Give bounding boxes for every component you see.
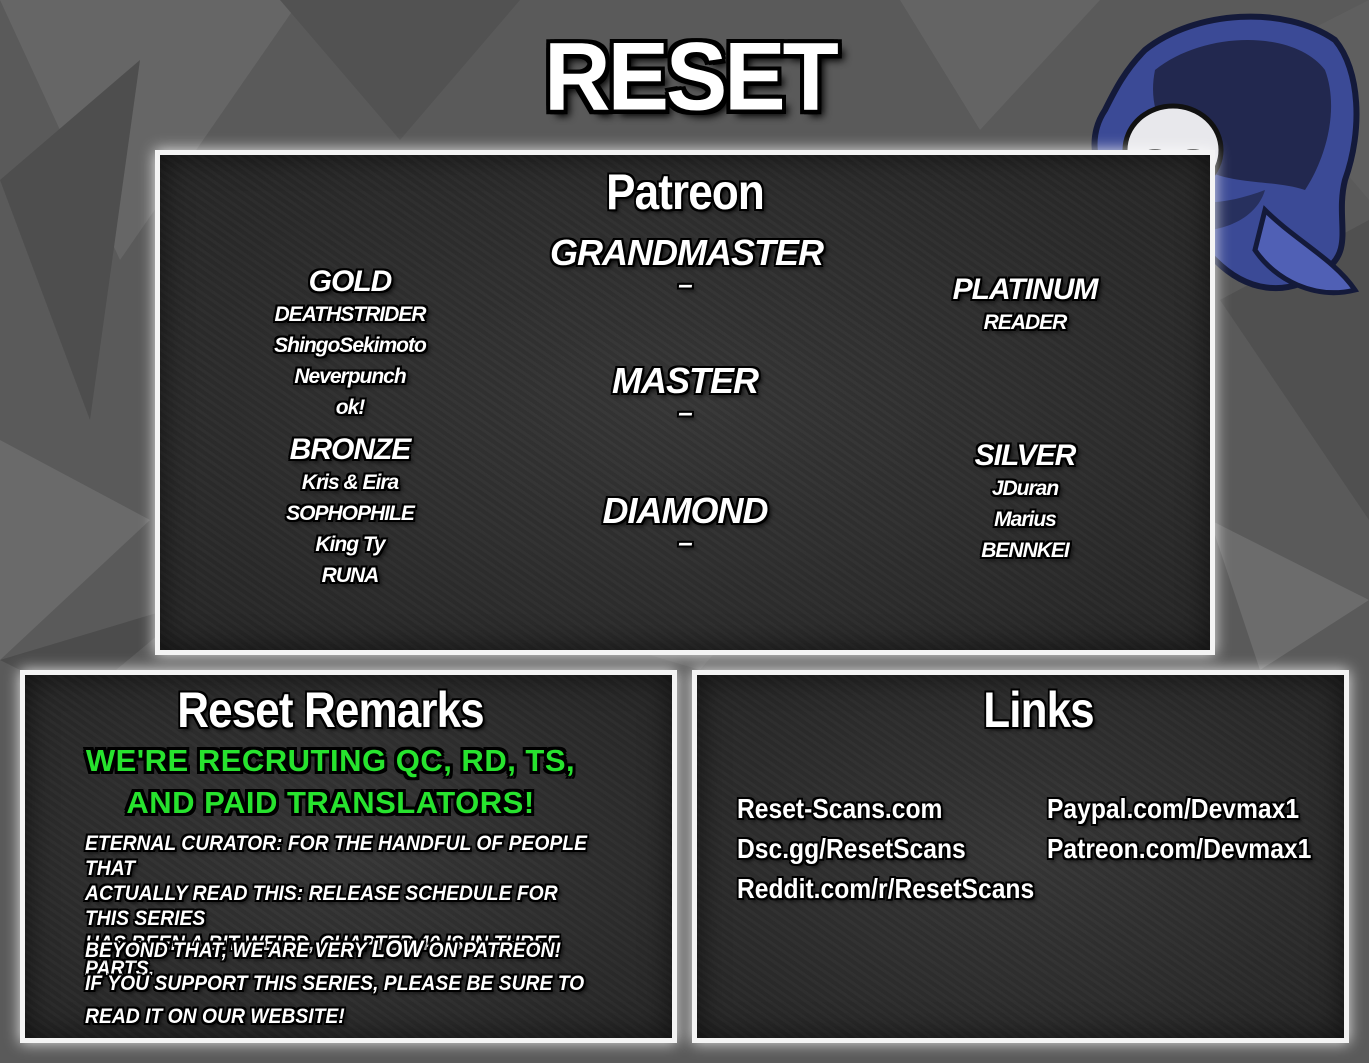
remark-paragraph-2: BEYOND THAT, WE ARE VERY LOW ON PATREON!…	[85, 933, 600, 1033]
remark-text: BEYOND THAT, WE ARE VERY	[85, 939, 367, 962]
tier-platinum: PLATINUM READER	[930, 273, 1120, 338]
links-panel: Links Reset-Scans.com Dsc.gg/ResetScans …	[692, 670, 1349, 1043]
links-title: Links	[983, 682, 1094, 738]
tier-member: SOPHOPHILE	[286, 502, 415, 525]
remark-paragraph-1: ETERNAL CURATOR: FOR THE HANDFUL OF PEOP…	[85, 831, 600, 981]
remark-line: ETERNAL CURATOR: FOR THE HANDFUL OF PEOP…	[85, 832, 587, 880]
remark-emphasis: LOW	[371, 936, 424, 963]
tier-label: GOLD	[308, 265, 393, 298]
tier-member: RUNA	[321, 564, 380, 587]
tier-bronze: BRONZE Kris & Eira SOPHOPHILE King Ty RU…	[250, 433, 450, 591]
tier-member: Kris & Eira	[301, 471, 399, 494]
tier-label: MASTER	[612, 360, 759, 401]
link-patreon[interactable]: Patreon.com/Devmax1	[1047, 833, 1312, 864]
tier-silver: SILVER JDuran Marius BENNKEI	[930, 439, 1120, 566]
patreon-panel: Patreon GRANDMASTER – MASTER – DIAMOND –…	[155, 150, 1215, 655]
tier-member: –	[678, 397, 692, 427]
tier-grandmaster: GRANDMASTER –	[550, 232, 824, 299]
remarks-title: Reset Remarks	[177, 682, 484, 738]
recruit-line-2: AND PAID TRANSLATORS!	[126, 785, 535, 820]
patreon-title: Patreon	[606, 164, 765, 220]
tier-gold: GOLD DEATHSTRIDER ShingoSekimoto Neverpu…	[250, 265, 450, 423]
tier-member: READER	[983, 311, 1068, 334]
brand-title: RESET SCANS	[536, 23, 846, 246]
recruit-line-1: WE'RE RECRUTING QC, RD, TS,	[85, 743, 576, 778]
remark-line: BEYOND THAT, WE ARE VERY LOW ON PATREON!	[85, 933, 600, 967]
link-reddit[interactable]: Reddit.com/r/ResetScans	[737, 873, 1035, 904]
tier-label: PLATINUM	[952, 273, 1099, 306]
link-paypal[interactable]: Paypal.com/Devmax1	[1047, 793, 1300, 824]
remark-text: ON PATREON!	[428, 939, 561, 962]
tier-master: MASTER –	[560, 360, 810, 427]
remark-line: READ IT ON OUR WEBSITE!	[85, 1005, 345, 1028]
remark-line: IF YOU SUPPORT THIS SERIES, PLEASE BE SU…	[85, 972, 585, 995]
tier-diamond: DIAMOND –	[560, 490, 810, 557]
tier-member: ok!	[335, 396, 366, 419]
link-discord[interactable]: Dsc.gg/ResetScans	[737, 833, 966, 864]
tier-member: –	[678, 527, 692, 557]
tier-member: BENNKEI	[981, 539, 1070, 562]
tier-label: GRANDMASTER	[550, 232, 824, 273]
link-reset-scans[interactable]: Reset-Scans.com	[737, 793, 943, 824]
tier-member: Marius	[994, 508, 1057, 531]
remarks-panel: Reset Remarks WE'RE RECRUTING QC, RD, TS…	[20, 670, 677, 1043]
remark-line: HAS BEEN A BIT WEIRD, CHAPTER 40 IS IN T…	[85, 932, 560, 980]
tier-label: BRONZE	[289, 433, 412, 466]
tier-member: ShingoSekimoto	[274, 334, 427, 357]
tier-member: Neverpunch	[294, 365, 406, 388]
tier-member: DEATHSTRIDER	[274, 303, 427, 326]
tier-label: SILVER	[974, 439, 1077, 472]
tier-member: –	[678, 269, 692, 299]
remark-line: ACTUALLY READ THIS: RELEASE SCHEDULE FOR…	[85, 882, 558, 930]
tier-label: DIAMOND	[602, 490, 769, 531]
tier-member: King Ty	[315, 533, 385, 556]
tier-member: JDuran	[991, 477, 1059, 500]
